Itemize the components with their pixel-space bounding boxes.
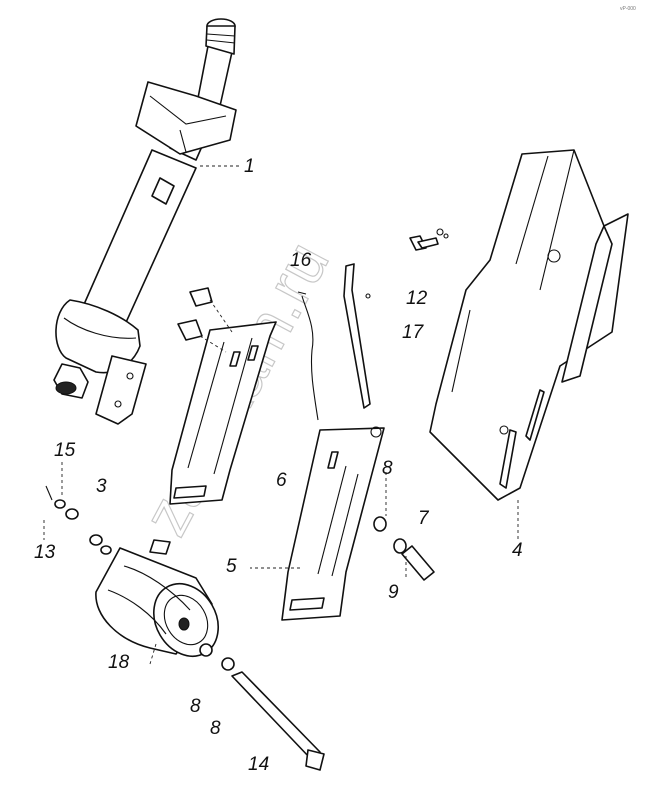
callout-8-lower-b: 8 [210,718,221,739]
corner-mark: vP-000 [620,6,636,12]
callout-14: 14 [248,754,269,775]
callout-6: 6 [276,470,287,491]
callout-17: 17 [402,322,425,343]
part-6-plate [169,287,277,505]
callout-8-lower-a: 8 [190,696,201,717]
part-5-slotted-plate [250,426,385,621]
callout-7: 7 [418,508,430,529]
part-4-channel-bracket [429,149,629,540]
part-17-strap [343,263,371,409]
callout-5: 5 [226,556,237,577]
callout-1: 1 [244,156,255,177]
callout-3: 3 [96,476,107,497]
callout-18: 18 [108,652,130,673]
part-8-8-14-bolt-set [199,643,325,771]
callout-16: 16 [290,250,312,271]
callout-15: 15 [54,440,76,461]
callout-12: 12 [406,288,428,309]
callout-4: 4 [512,540,523,561]
part-12-bolt [409,228,449,251]
callout-13: 13 [34,542,56,563]
callout-8-upper: 8 [382,458,393,479]
part-7-8-9-hardware [373,472,435,581]
part-16-rod [297,291,319,421]
part-13-15-3-hardware [43,462,112,555]
part-1-steering-column [53,18,240,425]
part-18-motor [95,539,219,665]
callout-9: 9 [388,582,399,603]
